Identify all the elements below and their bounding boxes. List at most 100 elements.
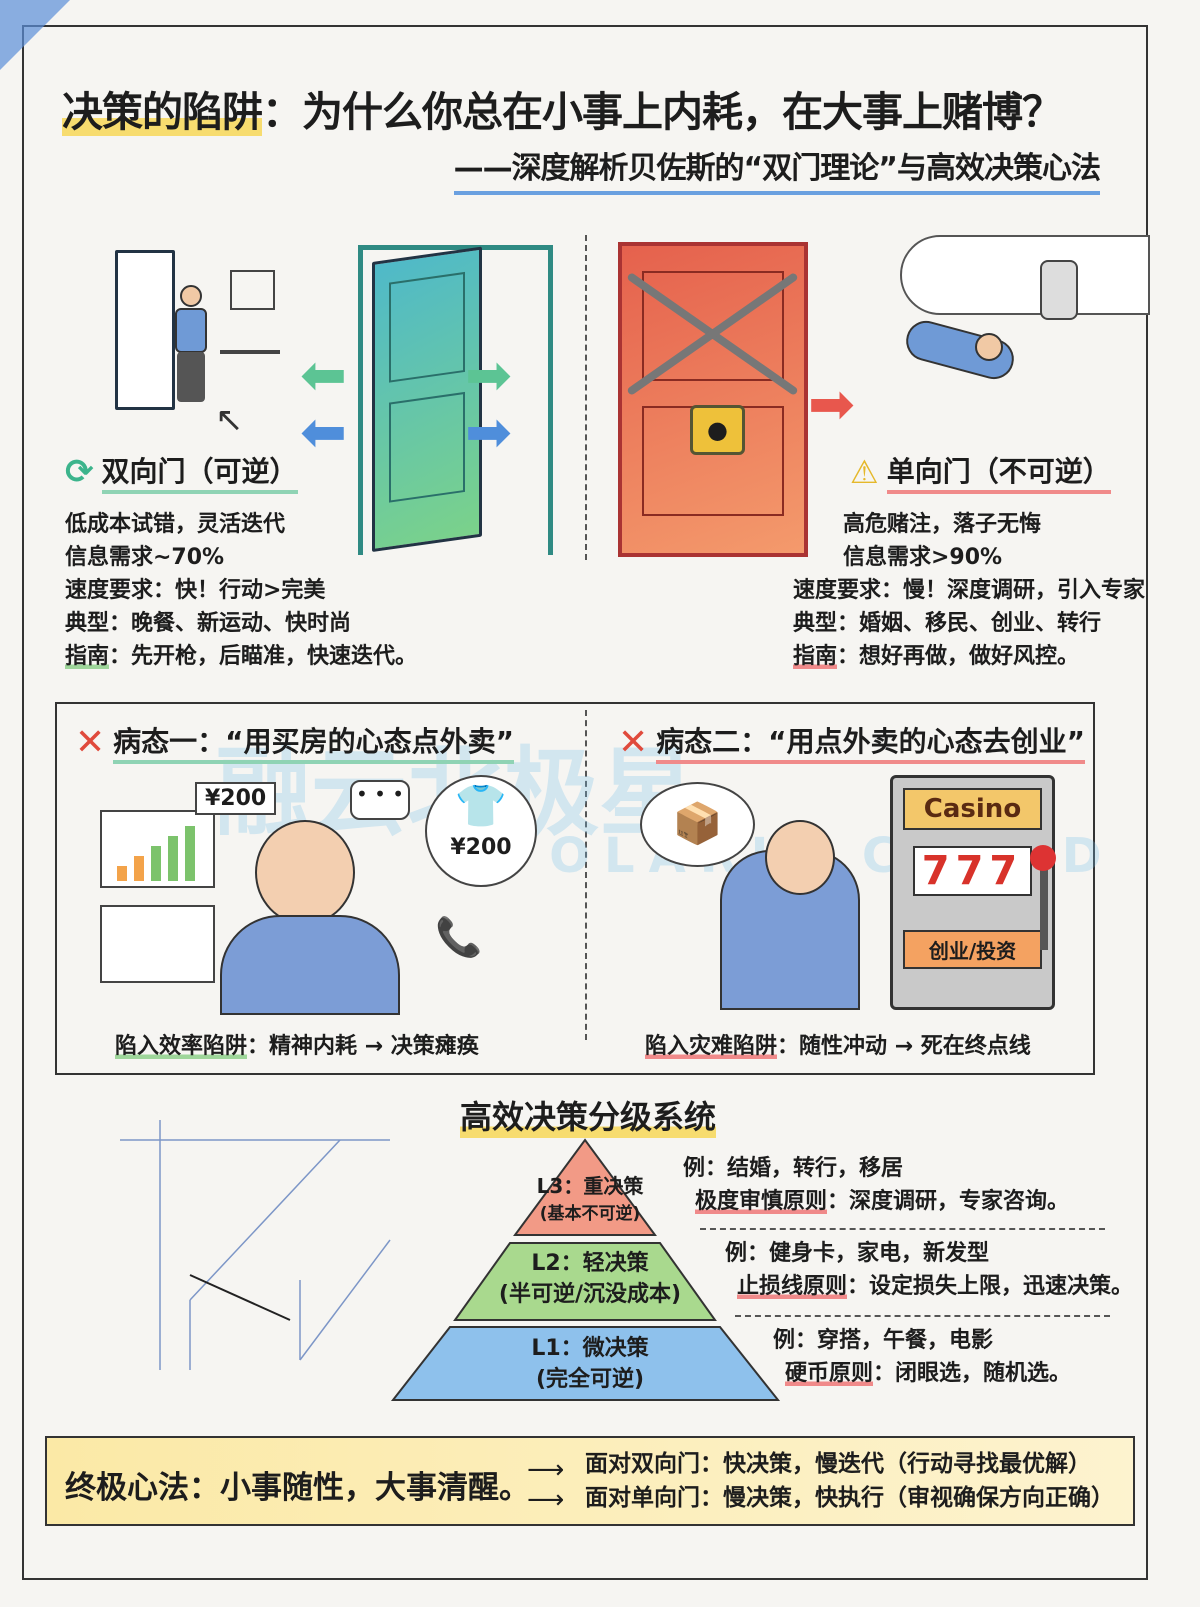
level-example: 例：结婚，转行，移居 bbox=[683, 1156, 904, 1181]
padlock-icon: ● bbox=[690, 405, 745, 455]
arrow-up-right-icon: ⟶ bbox=[527, 1455, 565, 1485]
one-way-details-top: 高危赌注，落子无悔 信息需求>90% bbox=[843, 508, 1041, 574]
level-note: (基本不可逆) bbox=[539, 1204, 641, 1224]
level-principle: 止损线原则 bbox=[737, 1274, 848, 1299]
machine-label: 创业/投资 bbox=[903, 930, 1042, 969]
takeout-box-thought: 📦 bbox=[640, 782, 755, 867]
architectural-sketch bbox=[120, 1120, 391, 1370]
two-way-heading: ⟳ 双向门（可逆） bbox=[65, 450, 298, 494]
pathology-divider bbox=[585, 710, 587, 1040]
level-name: L1：微决策 bbox=[531, 1336, 649, 1361]
line-chart-sketch bbox=[100, 905, 215, 983]
level-note: (半可逆/沉没成本) bbox=[498, 1282, 682, 1307]
stressed-person-illustration bbox=[255, 820, 355, 925]
two-way-heading-text: 双向门（可逆） bbox=[101, 450, 298, 494]
l2-label: L2：轻决策 (半可逆/沉没成本) bbox=[470, 1248, 710, 1310]
pyramid-level-l1 bbox=[390, 1326, 781, 1401]
level-principle-text: ：深度调研，专家咨询。 bbox=[827, 1189, 1070, 1214]
arrow-down-right-icon: ⟶ bbox=[527, 1485, 565, 1515]
one-way-details-bottom: 速度要求：慢！深度调研，引入专家 典型：婚姻、移民、创业、转行 指南：想好再做，… bbox=[793, 574, 1145, 673]
pathology-one-title: 病态一：“用买房的心态点外卖” bbox=[113, 720, 514, 764]
guide-line: 指南：想好再做，做好风控。 bbox=[793, 640, 1145, 673]
detail-line: 典型：婚姻、移民、创业、转行 bbox=[793, 611, 1102, 636]
warning-icon: ⚠ bbox=[850, 453, 879, 491]
detail-line: 典型：晚餐、新运动、快时尚 bbox=[65, 611, 352, 636]
slot-reels: 777 bbox=[913, 846, 1032, 896]
refresh-icon: ⟳ bbox=[65, 452, 94, 492]
person-door-illustration bbox=[60, 240, 285, 425]
subtitle: ——深度解析贝佐斯的“双门理论”与高效决策心法 bbox=[453, 143, 1101, 195]
divider bbox=[735, 1315, 1110, 1317]
slot-lever bbox=[1040, 860, 1048, 950]
cross-icon: ✕ bbox=[75, 721, 106, 763]
one-way-heading: ⚠ 单向门（不可逆） bbox=[850, 450, 1111, 494]
final-item: 面对单向门：慢决策，快执行（审视确保方向正确） bbox=[585, 1485, 1114, 1511]
airplane-door bbox=[1040, 260, 1078, 320]
trap-label: 陷入效率陷阱 bbox=[115, 1034, 248, 1059]
level-name: L2：轻决策 bbox=[531, 1251, 649, 1276]
detail-line: 速度要求：快！行动>完美 bbox=[65, 578, 326, 603]
arrow-left-blue-icon: ⬅ bbox=[300, 400, 347, 465]
level-example: 例：健身卡，家电，新发型 bbox=[725, 1241, 990, 1266]
guide-text: ：想好再做，做好风控。 bbox=[837, 644, 1080, 669]
final-box bbox=[45, 1436, 1135, 1526]
shirt-bubble: 👕 ¥200 bbox=[425, 775, 537, 887]
pathology-two-trap: 陷入灾难陷阱：随性冲动 → 死在终点线 bbox=[645, 1030, 1031, 1063]
guide-line: 指南：先开枪，后瞄准，快速迭代。 bbox=[65, 640, 417, 673]
pyramid-level-l2 bbox=[453, 1242, 717, 1321]
detail-line: 速度要求：慢！深度调研，引入专家 bbox=[793, 578, 1146, 603]
final-motto: 终极心法：小事随性，大事清醒。 bbox=[65, 1470, 530, 1506]
pyramid-chart bbox=[390, 1138, 781, 1401]
price-tag: ¥200 bbox=[195, 782, 277, 815]
detail-line: 低成本试错，灵活迭代 bbox=[65, 512, 286, 537]
two-way-details: 低成本试错，灵活迭代 信息需求~70% 速度要求：快！行动>完美 典型：晚餐、新… bbox=[65, 508, 417, 673]
pathology-one-trap: 陷入效率陷阱：精神内耗 → 决策瘫痪 bbox=[115, 1030, 479, 1063]
pathology-one-heading: ✕ 病态一：“用买房的心态点外卖” bbox=[75, 720, 514, 764]
l3-description: 例：结婚，转行，移居极度审慎原则：深度调研，专家咨询。 bbox=[683, 1152, 1069, 1218]
trap-text: ：随性冲动 → 死在终点线 bbox=[777, 1034, 1031, 1059]
pathology-two-heading: ✕ 病态二：“用点外卖的心态去创业” bbox=[618, 720, 1085, 764]
corner-decoration bbox=[0, 0, 70, 70]
detail-line: 信息需求>90% bbox=[843, 545, 1003, 570]
one-way-heading-text: 单向门（不可逆） bbox=[886, 450, 1111, 494]
level-principle-text: ：闭眼选，随机选。 bbox=[873, 1361, 1072, 1386]
page-frame bbox=[22, 25, 1148, 1580]
arrow-right-red-icon: ➡ bbox=[808, 372, 855, 437]
level-note: (完全可逆) bbox=[535, 1367, 645, 1392]
title-highlight: 决策的陷阱 bbox=[62, 88, 263, 136]
detail-line: 信息需求~70% bbox=[65, 545, 225, 570]
final-items: 面对双向门：快决策，慢迭代（行动寻找最优解） 面对单向门：慢决策，快执行（审视确… bbox=[585, 1447, 1114, 1515]
guide-label: 指南 bbox=[793, 644, 838, 669]
cursor-icon: ↖ bbox=[215, 400, 244, 440]
l3-label: L3：重决策 (基本不可逆) bbox=[505, 1172, 675, 1228]
cross-icon: ✕ bbox=[618, 721, 649, 763]
arrow-right-blue-icon: ➡ bbox=[465, 400, 512, 465]
casino-sign: Casino bbox=[903, 788, 1042, 830]
pathology-two-title: 病态二：“用点外卖的心态去创业” bbox=[656, 720, 1085, 764]
phone-icon: 📞 bbox=[435, 915, 483, 959]
lever-knob bbox=[1030, 845, 1056, 871]
l1-label: L1：微决策 (完全可逆) bbox=[470, 1333, 710, 1395]
speech-bubble: • • • bbox=[350, 780, 410, 820]
level-name: L3：重决策 bbox=[536, 1174, 644, 1198]
shirt-price: ¥200 bbox=[450, 835, 512, 860]
picture-frame bbox=[230, 270, 275, 310]
level-principle: 极度审慎原则 bbox=[695, 1189, 828, 1214]
title-rest: ：为什么你总在小事上内耗，在大事上赌博？ bbox=[262, 88, 1063, 136]
level-principle: 硬币原则 bbox=[785, 1361, 874, 1386]
pyramid-level-l3 bbox=[513, 1138, 657, 1236]
page-title: 决策的陷阱：为什么你总在小事上内耗，在大事上赌博？ bbox=[62, 78, 1063, 138]
level-example: 例：穿搭，午餐，电影 bbox=[773, 1328, 994, 1353]
l1-description: 例：穿搭，午餐，电影硬币原则：闭眼选，随机选。 bbox=[773, 1324, 1071, 1390]
tshirt-icon: 👕 bbox=[454, 781, 508, 830]
pathology-box bbox=[55, 702, 1095, 1075]
guide-text: ：先开枪，后瞄准，快速迭代。 bbox=[109, 644, 418, 669]
pyramid-title: 高效决策分级系统 bbox=[460, 1092, 717, 1138]
arrow-right-green-icon: ➡ bbox=[465, 343, 512, 408]
divider bbox=[700, 1228, 1105, 1230]
l2-description: 例：健身卡，家电，新发型止损线原则：设定损失上限，迅速决策。 bbox=[725, 1237, 1133, 1303]
level-principle-text: ：设定损失上限，迅速决策。 bbox=[847, 1274, 1134, 1299]
trap-label: 陷入灾难陷阱 bbox=[645, 1034, 778, 1059]
guide-label: 指南 bbox=[65, 644, 110, 669]
bar-chart-sketch bbox=[100, 810, 215, 888]
